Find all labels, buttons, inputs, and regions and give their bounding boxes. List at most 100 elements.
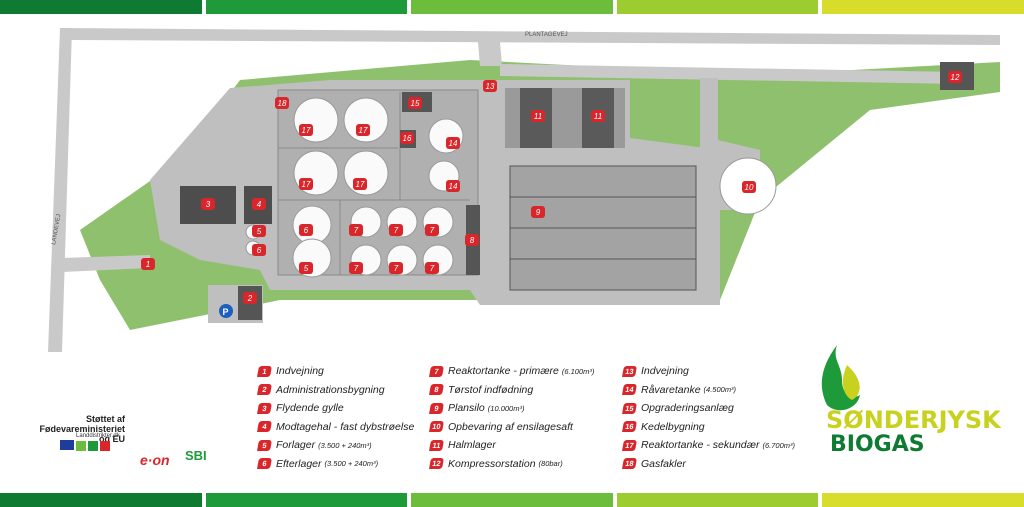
stripe-segment: [0, 493, 202, 507]
legend-label: Indvejning: [641, 365, 689, 377]
stripe-segment: [411, 493, 613, 507]
legend-label: Opbevaring af ensilagesaft: [448, 420, 573, 433]
marker-badge: [948, 71, 962, 83]
marker-12: 12: [948, 71, 962, 83]
legend-label: Opgraderingsanlæg: [641, 402, 734, 414]
marker-badge: [299, 124, 313, 136]
marker-6: 6: [252, 244, 266, 256]
legend-marker: 13: [622, 365, 637, 377]
marker-number: 17: [359, 126, 368, 135]
stripe-segment: [616, 0, 819, 14]
marker-badge: [299, 224, 313, 236]
marker-number: 11: [534, 112, 542, 121]
legend-capacity: (3.500 + 240m³): [324, 459, 379, 468]
road-landevej: [48, 28, 72, 352]
support-block: Støttet af Fødevareministeriet og EU: [30, 414, 125, 444]
tanks-group: [245, 97, 464, 278]
stripe-segment: [411, 0, 613, 14]
marker-number: 12: [951, 73, 960, 82]
marker-2: 2: [243, 292, 257, 304]
legend-label: Modtagehal - fast dybstrøelse: [276, 420, 415, 433]
legend-marker: 14: [622, 384, 637, 395]
marker-5: 5: [299, 262, 313, 274]
marker-badge: [389, 224, 403, 236]
legend-label: Flydende gylle: [276, 402, 344, 414]
eon-logo: e·on: [140, 452, 170, 468]
marker-badge: [591, 110, 605, 122]
marker-number: 10: [745, 183, 754, 192]
marker-badge: [531, 206, 545, 218]
stripe-segment: [822, 0, 1024, 14]
legend-label: Reaktortanke - sekundær: [641, 439, 760, 451]
marker-badge: [408, 97, 422, 109]
marker-11: 11: [531, 110, 545, 122]
bottom-color-stripe: [0, 493, 1024, 507]
marker-14: 14: [446, 137, 460, 149]
marker-13: 13: [483, 80, 497, 92]
marker-number: 7: [430, 264, 435, 273]
legend-marker: 18: [622, 458, 637, 469]
marker-16: 16: [400, 132, 414, 144]
marker-number: 2: [247, 294, 253, 303]
legend-capacity: (6.700m³): [762, 440, 795, 450]
marker-7: 7: [389, 262, 403, 274]
support-heading: Støttet af: [86, 414, 125, 424]
marker-number: 7: [430, 226, 435, 235]
marker-7: 7: [349, 262, 363, 274]
road-plantagevej: [60, 28, 1000, 45]
marker-number: 8: [470, 236, 475, 245]
marker-number: 15: [411, 99, 420, 108]
marker-number: 9: [536, 208, 541, 217]
marker-badge: [252, 225, 266, 237]
stripe-segment: [616, 493, 819, 507]
legend-label: Plansilo: [448, 402, 485, 414]
marker-number: 11: [594, 112, 602, 121]
marker-number: 18: [278, 99, 287, 108]
legend-marker: 12: [429, 458, 444, 469]
marker-17: 17: [299, 124, 313, 136]
marker-number: 14: [449, 139, 458, 148]
marker-number: 1: [146, 260, 150, 269]
marker-number: 7: [354, 264, 359, 273]
marker-badge: [465, 234, 479, 246]
stripe-segment: [822, 493, 1024, 507]
brand-name-line1: SØNDERJYSK: [826, 406, 1001, 434]
legend-label: Tørstof indfødning: [448, 383, 534, 396]
marker-7: 7: [389, 224, 403, 236]
marker-badge: [349, 262, 363, 274]
marker-badge: [299, 178, 313, 190]
marker-badge: [275, 97, 289, 109]
marker-badge: [425, 262, 439, 274]
marker-number: 5: [257, 227, 262, 236]
legend-capacity: (6.100m³): [561, 366, 595, 376]
marker-badge: [483, 80, 497, 92]
legend-label: Indvejning: [276, 365, 324, 377]
top-color-stripe: [0, 0, 1024, 14]
marker-10: 10: [742, 181, 756, 193]
brand-name-line2: BIOGAS: [830, 432, 925, 457]
marker-4: 4: [252, 198, 266, 210]
marker-number: 7: [354, 226, 359, 235]
legend-marker: 15: [622, 402, 637, 414]
marker-17: 17: [299, 178, 313, 190]
leaf-icon: [76, 441, 86, 451]
marker-number: 3: [206, 200, 211, 209]
stripe-segment: [0, 0, 202, 14]
marker-14: 14: [446, 180, 460, 192]
marker-number: 7: [394, 226, 399, 235]
stripe-segment: [205, 493, 408, 507]
marker-badge: [446, 180, 460, 192]
parking-symbol: P: [223, 307, 229, 317]
marker-18: 18: [275, 97, 289, 109]
marker-badge: [299, 262, 313, 274]
marker-number: 17: [302, 180, 311, 189]
